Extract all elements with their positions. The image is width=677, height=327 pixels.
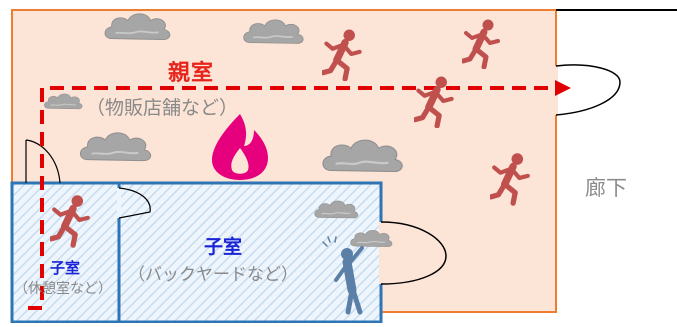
corridor-label: 廊下 <box>585 176 627 200</box>
child-room-small-label: 子室 <box>50 259 81 277</box>
child-room-small <box>10 181 121 324</box>
child-room-small-example: （休憩室など） <box>14 281 112 297</box>
route-arrow-icon <box>555 80 571 96</box>
child-room-large-label: 子室 <box>204 236 243 258</box>
exit-door[interactable] <box>555 64 621 116</box>
evacuation-route <box>28 86 555 310</box>
flame-icon <box>212 114 268 180</box>
child-room-large-example: （バックヤードなど） <box>128 265 298 285</box>
small-room-door[interactable] <box>25 139 61 184</box>
large-room-door[interactable] <box>380 221 447 285</box>
trapped-person-icon <box>322 236 364 315</box>
parent-room-example: （物販店舗など） <box>86 97 239 119</box>
inner-door[interactable] <box>118 187 151 219</box>
parent-room-label: 親室 <box>168 61 215 86</box>
